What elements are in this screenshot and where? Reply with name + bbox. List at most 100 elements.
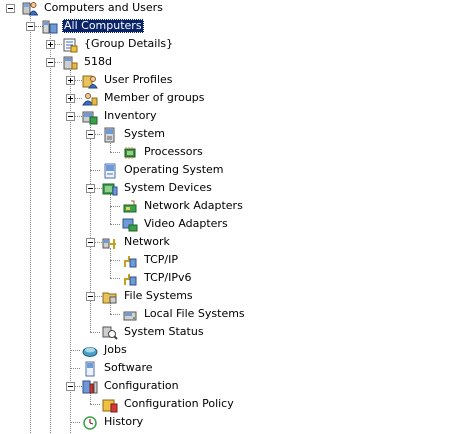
collapse-toggle[interactable] bbox=[86, 184, 95, 193]
tree-node-label: Video Adapters bbox=[144, 217, 228, 230]
tree-line bbox=[55, 44, 62, 45]
tree-line bbox=[70, 350, 80, 351]
expand-toggle[interactable] bbox=[66, 76, 75, 85]
inventory-icon bbox=[82, 109, 98, 125]
tree-line bbox=[95, 296, 102, 297]
local-disk-icon bbox=[122, 307, 138, 323]
tree-node-label: Member of groups bbox=[104, 91, 205, 104]
collapse-toggle[interactable] bbox=[26, 22, 35, 31]
network-adapter-icon bbox=[122, 199, 138, 215]
tree-line bbox=[110, 194, 111, 224]
tree-node-network[interactable]: Network bbox=[0, 234, 220, 252]
system-devices-icon bbox=[102, 181, 118, 197]
tree-node-system-devices[interactable]: System Devices bbox=[0, 180, 220, 198]
tree-node-group-details[interactable]: {Group Details} bbox=[0, 36, 200, 54]
tree-node-history[interactable]: History bbox=[0, 414, 200, 432]
tree-line bbox=[110, 278, 120, 279]
tree-node-label: System Status bbox=[124, 325, 204, 338]
tree-node-file-systems[interactable]: File Systems bbox=[0, 288, 220, 306]
tree-line bbox=[75, 386, 82, 387]
expand-toggle[interactable] bbox=[66, 94, 75, 103]
tree-node-all-computers[interactable]: All Computers bbox=[0, 18, 200, 36]
tree-line bbox=[50, 32, 51, 433]
tree-line bbox=[110, 248, 111, 278]
tree-node-network-adapters[interactable]: Network Adapters bbox=[0, 198, 243, 216]
tree-line bbox=[110, 314, 120, 315]
collapse-toggle[interactable] bbox=[86, 238, 95, 247]
tree-node-label: Configuration bbox=[104, 379, 179, 392]
tree-line bbox=[90, 170, 100, 171]
configuration-policy-icon bbox=[102, 397, 118, 413]
collapse-toggle[interactable] bbox=[46, 58, 55, 67]
tree-line bbox=[110, 152, 120, 153]
video-adapter-icon bbox=[122, 217, 138, 233]
tree-node-label: User Profiles bbox=[104, 73, 173, 86]
tree-node-518d[interactable]: 518d bbox=[0, 54, 200, 72]
tree-node-tcpip[interactable]: TCP/IP bbox=[0, 252, 220, 270]
tree-node-label: File Systems bbox=[124, 289, 193, 302]
tree-line bbox=[90, 332, 100, 333]
tree-node-label: {Group Details} bbox=[84, 37, 174, 50]
file-systems-icon bbox=[102, 289, 118, 305]
tree-line bbox=[110, 302, 111, 314]
tree-node-operating-system[interactable]: Operating System bbox=[0, 162, 224, 180]
jobs-icon bbox=[82, 343, 98, 359]
collapse-toggle[interactable] bbox=[66, 382, 75, 391]
tree-node-computers-and-users[interactable]: Computers and Users bbox=[0, 0, 200, 18]
tree-node-label: Processors bbox=[144, 145, 203, 158]
processor-chip-icon bbox=[122, 145, 138, 161]
system-status-icon bbox=[102, 325, 118, 341]
tree-node-user-profiles[interactable]: User Profiles bbox=[0, 72, 200, 90]
tree-line bbox=[70, 422, 80, 423]
tree-line bbox=[75, 98, 82, 99]
tree-line bbox=[95, 242, 102, 243]
tree-node-system[interactable]: System bbox=[0, 126, 200, 144]
tree-node-label: TCP/IPv6 bbox=[144, 271, 192, 284]
tree-node-label: Network Adapters bbox=[144, 199, 243, 212]
tree-node-jobs[interactable]: Jobs bbox=[0, 342, 200, 360]
computers-folder-icon bbox=[42, 19, 58, 35]
tree-node-configuration[interactable]: Configuration bbox=[0, 378, 200, 396]
tree-node-label: Network bbox=[124, 235, 170, 248]
tree-node-configuration-policy[interactable]: Configuration Policy bbox=[0, 396, 240, 414]
tree-line bbox=[110, 206, 120, 207]
collapse-toggle[interactable] bbox=[86, 292, 95, 301]
tcpipv6-icon bbox=[122, 271, 138, 287]
computers-users-icon bbox=[22, 0, 39, 16]
group-details-icon bbox=[62, 37, 78, 53]
software-icon bbox=[82, 361, 98, 377]
collapse-toggle[interactable] bbox=[6, 4, 15, 13]
tree-node-label: TCP/IP bbox=[144, 253, 178, 266]
tree-node-inventory[interactable]: Inventory bbox=[0, 108, 200, 126]
tree-node-processors[interactable]: Processors bbox=[0, 144, 220, 162]
tree-line bbox=[90, 122, 91, 332]
tree-line bbox=[110, 260, 120, 261]
expand-toggle[interactable] bbox=[46, 40, 55, 49]
tree-node-local-file-systems[interactable]: Local File Systems bbox=[0, 306, 245, 324]
tree-line bbox=[95, 188, 102, 189]
tree-node-label: Inventory bbox=[104, 109, 157, 122]
tree-node-label: Jobs bbox=[104, 343, 127, 356]
tree-node-label: History bbox=[104, 415, 144, 428]
tree-line bbox=[110, 224, 120, 225]
network-icon bbox=[102, 235, 118, 251]
tree-line bbox=[90, 404, 100, 405]
computer-icon bbox=[62, 55, 78, 71]
tree-node-tcpipv6[interactable]: TCP/IPv6 bbox=[0, 270, 220, 288]
tree-node-label: Computers and Users bbox=[44, 1, 163, 14]
tree-node-label: 518d bbox=[84, 55, 112, 68]
system-icon bbox=[102, 127, 118, 143]
tree-node-label: System bbox=[124, 127, 166, 140]
tree-node-software[interactable]: Software bbox=[0, 360, 200, 378]
tree-node-system-status[interactable]: System Status bbox=[0, 324, 220, 342]
collapse-toggle[interactable] bbox=[66, 112, 75, 121]
tree-node-label: Operating System bbox=[124, 163, 224, 176]
tree-line bbox=[55, 62, 62, 63]
tree-line bbox=[75, 80, 82, 81]
tree-node-video-adapters[interactable]: Video Adapters bbox=[0, 216, 240, 234]
collapse-toggle[interactable] bbox=[86, 130, 95, 139]
tree-node-member-of-groups[interactable]: Member of groups bbox=[0, 90, 205, 108]
tcpip-icon bbox=[122, 253, 138, 269]
tree-node-label: Software bbox=[104, 361, 153, 374]
